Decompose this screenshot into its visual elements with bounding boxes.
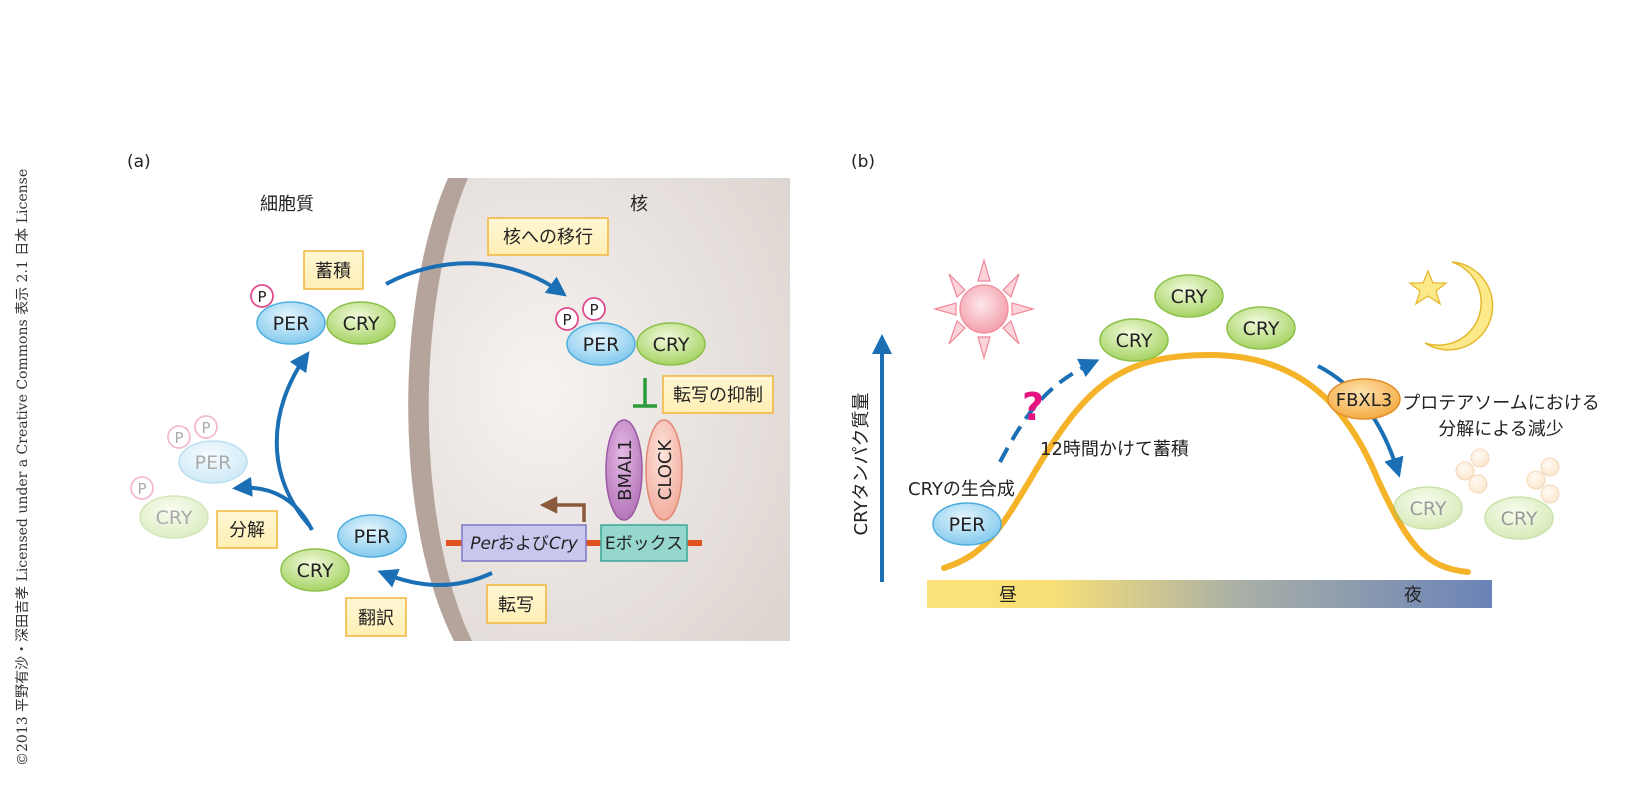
transcription-box: 転写 [486, 584, 547, 624]
nucleus-per-cry-complex: CRY PER P P [555, 297, 706, 366]
e-box-label: Eボックス [605, 534, 683, 554]
accumulation-box: 蓄積 [303, 250, 364, 290]
phospho-marker [582, 297, 606, 321]
cry-protein-label: CRY [297, 560, 334, 582]
day-label: 昼 [999, 585, 1017, 606]
per-protein [256, 301, 326, 345]
translated-per: PER [337, 514, 407, 558]
cry-protein-label: CRY [1116, 330, 1153, 352]
arrow-translation-up [274, 351, 311, 527]
panel-a: (a) 細胞質 核 蓄積 核への移行 転写の抑制 分解 翻訳 転写 [127, 152, 790, 641]
degradation-box: 分解 [216, 510, 278, 549]
day-night-bar [927, 580, 1492, 608]
bmal1-label: BMAL1 [615, 439, 636, 501]
degradation-label: 分解 [229, 520, 265, 541]
arrow-to-nucleus [385, 261, 567, 297]
transcription-label: 転写 [498, 595, 534, 616]
copyright-notice: ©2013 平野有沙・深田吉孝 Licensed under a Creativ… [15, 168, 31, 766]
cytoplasm-label: 細胞質 [260, 194, 314, 215]
fbxl3-label: FBXL3 [1336, 390, 1393, 411]
panel-b: (b) CRYタンパク質量 昼 夜 [851, 152, 1600, 608]
per-protein-label: PER [583, 334, 620, 356]
per-cry-gene: PerおよびCry [461, 524, 587, 562]
per-protein [566, 322, 636, 366]
translation-box: 翻訳 [345, 597, 407, 637]
cry-protein-label: CRY [1243, 318, 1280, 340]
cry-protein-label: CRY [343, 313, 380, 335]
panel-b-label: (b) [851, 152, 875, 172]
peak-cry-right: CRY [1226, 306, 1296, 350]
star-icon [1408, 269, 1448, 306]
cry-protein-label: CRY [1410, 498, 1447, 520]
cry-protein-label: CRY [1171, 286, 1208, 308]
phospho-label: P [257, 288, 266, 306]
per-protein-label: PER [949, 514, 986, 536]
phospho-label: P [174, 429, 183, 447]
cry-synthesis-label: CRYの生合成 [908, 479, 1015, 500]
degraded-proteins: PER P P CRY P [130, 415, 248, 539]
transcription-repression-box: 転写の抑制 [662, 375, 774, 414]
nuclear-translocation-label: 核への移行 [503, 227, 593, 248]
peak-cry-left: CRY [1099, 318, 1169, 362]
phospho-marker [250, 284, 274, 308]
phospho-label: P [589, 301, 598, 319]
nuclear-envelope [408, 178, 472, 641]
night-label: 夜 [1404, 585, 1422, 606]
transcription-start-arrow [539, 496, 586, 522]
moon-icon [1424, 261, 1494, 351]
question-mark: ? [1022, 385, 1044, 429]
translated-cry: CRY [280, 548, 350, 592]
nucleus-label: 核 [630, 194, 648, 215]
proteasome-label-line2: 分解による減少 [1438, 419, 1563, 440]
degradation-fragments [1455, 448, 1560, 504]
synthesized-per: PER [932, 502, 1002, 546]
arrow-to-degradation [232, 476, 314, 531]
cytoplasm-per-cry-complex: CRY PER P [250, 284, 396, 345]
proteasome-label-line1: プロテアソームにおける [1402, 393, 1599, 414]
clock-protein: CLOCK [645, 419, 683, 521]
sun-icon [932, 257, 1036, 361]
accumulation-12h-label: 12時間かけて蓄積 [1040, 439, 1189, 460]
phospho-marker [555, 307, 579, 331]
clock-label: CLOCK [655, 439, 676, 501]
bmal1-protein: BMAL1 [605, 419, 643, 521]
cry-protein-label: CRY [156, 507, 193, 529]
phospho-label: P [137, 480, 146, 498]
arrow-transcription-to-translation [377, 568, 493, 588]
per-protein-label: PER [273, 313, 310, 335]
per-protein-label: PER [354, 526, 391, 548]
y-axis-label: CRYタンパク質量 [851, 393, 872, 536]
degraded-cry-group: CRY CRY [1393, 448, 1560, 540]
transcription-repression-label: 転写の抑制 [673, 385, 763, 406]
fbxl3: FBXL3 [1327, 378, 1401, 420]
translation-label: 翻訳 [358, 608, 394, 629]
cry-protein-label: CRY [1501, 508, 1538, 530]
peak-cry-top: CRY [1154, 274, 1224, 318]
per-protein-label: PER [195, 452, 232, 474]
cry-protein [326, 301, 396, 345]
nuclear-translocation-box: 核への移行 [487, 217, 609, 256]
panel-a-label: (a) [127, 152, 151, 172]
cry-protein [636, 322, 706, 366]
cry-protein-label: CRY [653, 334, 690, 356]
repression-symbol [633, 378, 657, 408]
cry-level-curve [941, 351, 1471, 575]
phospho-label: P [201, 419, 210, 437]
e-box: Eボックス [600, 524, 688, 562]
phospho-label: P [562, 311, 571, 329]
accumulation-label: 蓄積 [315, 261, 351, 282]
gene-label: PerおよびCry [470, 534, 579, 554]
